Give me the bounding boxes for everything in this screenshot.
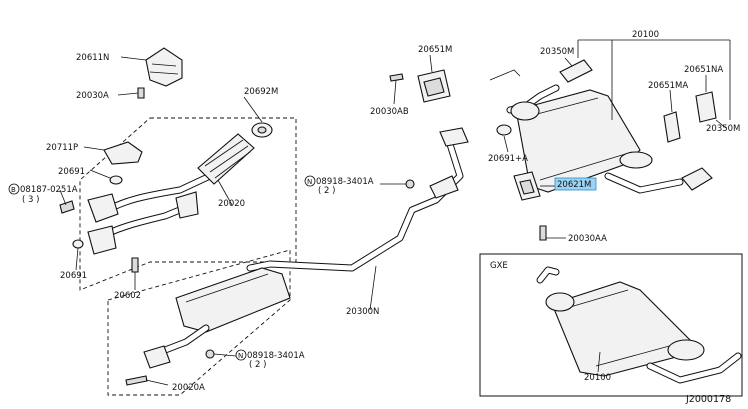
label-20350m-top[interactable]: 20350M [540,47,574,57]
center-tube-group-outline [107,249,291,396]
tail-finisher-20350m[interactable] [681,167,713,191]
resonator-muffler[interactable] [175,267,291,333]
label-20692m[interactable]: 20692M [244,87,278,97]
gxe-inset-title: GXE [490,261,508,271]
label-20300n[interactable]: 20300N [346,307,379,317]
label-20030a-top[interactable]: 20030A [76,91,109,101]
label-20100-inset[interactable]: 20100 [584,373,611,383]
label-20350m-right[interactable]: 20350M [706,124,740,134]
label-20602[interactable]: 20602 [114,291,141,301]
center-pipe-bracket [429,175,459,199]
label-08918-mid[interactable]: 08918-3401A [316,177,374,187]
label-20611n[interactable]: 20611N [76,53,109,63]
front-flange [87,193,119,223]
label-20711p[interactable]: 20711P [46,143,78,153]
label-20691a[interactable]: 20691+A [488,154,528,164]
label-08918-bottom[interactable]: 08918-3401A [247,351,305,361]
bolt-symbol-left-letter: B [11,186,16,194]
label-08187[interactable]: 08187-0251A [20,185,78,195]
nut-symbol-bottom: N [235,349,247,361]
label-08918-bottom-qty: ( 2 ) [249,360,266,370]
nut-bottom[interactable] [205,349,215,359]
catalytic-converter-20020[interactable] [197,133,255,185]
label-08918-mid-qty: ( 2 ) [318,186,335,196]
heat-shield-20711p[interactable] [103,141,143,165]
label-20100-top[interactable]: 20100 [632,30,659,40]
label-20030aa[interactable]: 20030AA [568,234,607,244]
tail-finisher-20350m-top[interactable] [559,59,593,83]
heat-insulator-20611n[interactable] [145,47,183,87]
center-pipe-front-flange [439,127,469,147]
label-20020[interactable]: 20020 [218,199,245,209]
mounting-insulator-20651na[interactable] [695,91,717,123]
label-20651m[interactable]: 20651M [418,45,452,55]
nut-symbol-bottom-letter: N [238,352,243,360]
mounting-insulator-20651ma[interactable] [663,111,681,143]
gxe-inset-box [479,253,743,397]
bolt-08187[interactable] [59,200,75,214]
nut-mid[interactable] [405,179,415,189]
label-20020a[interactable]: 20020A [172,383,205,393]
nut-symbol-mid-letter: N [307,178,312,186]
gxe-muffler-20100[interactable] [551,281,695,377]
bolt-20030aa[interactable] [539,225,547,241]
bolt-symbol-left: B [8,183,20,195]
label-20030ab[interactable]: 20030AB [370,107,409,117]
stud-20602[interactable] [131,257,139,273]
nut-symbol-mid: N [304,175,316,187]
bolt-20020a[interactable] [125,375,148,386]
gasket-20691-bottom[interactable] [72,239,84,249]
gasket-20691a[interactable] [496,124,512,136]
gasket-20691-left[interactable] [109,175,123,185]
label-08187-qty: ( 3 ) [22,195,39,205]
label-20691-left[interactable]: 20691 [58,167,85,177]
bolt-20030ab[interactable] [389,73,404,82]
label-20651ma[interactable]: 20651MA [648,81,688,91]
bolt-20030a-top[interactable] [137,87,145,99]
label-20691-bottom[interactable]: 20691 [60,271,87,281]
highlight-20621m [554,177,597,191]
label-20621m[interactable]: 20621M [557,180,591,190]
label-20651na[interactable]: 20651NA [684,65,723,75]
rear-flange-bottom [143,345,171,369]
diagram-code: J2000178 [685,394,731,405]
front-tube-group-outline [79,117,297,291]
